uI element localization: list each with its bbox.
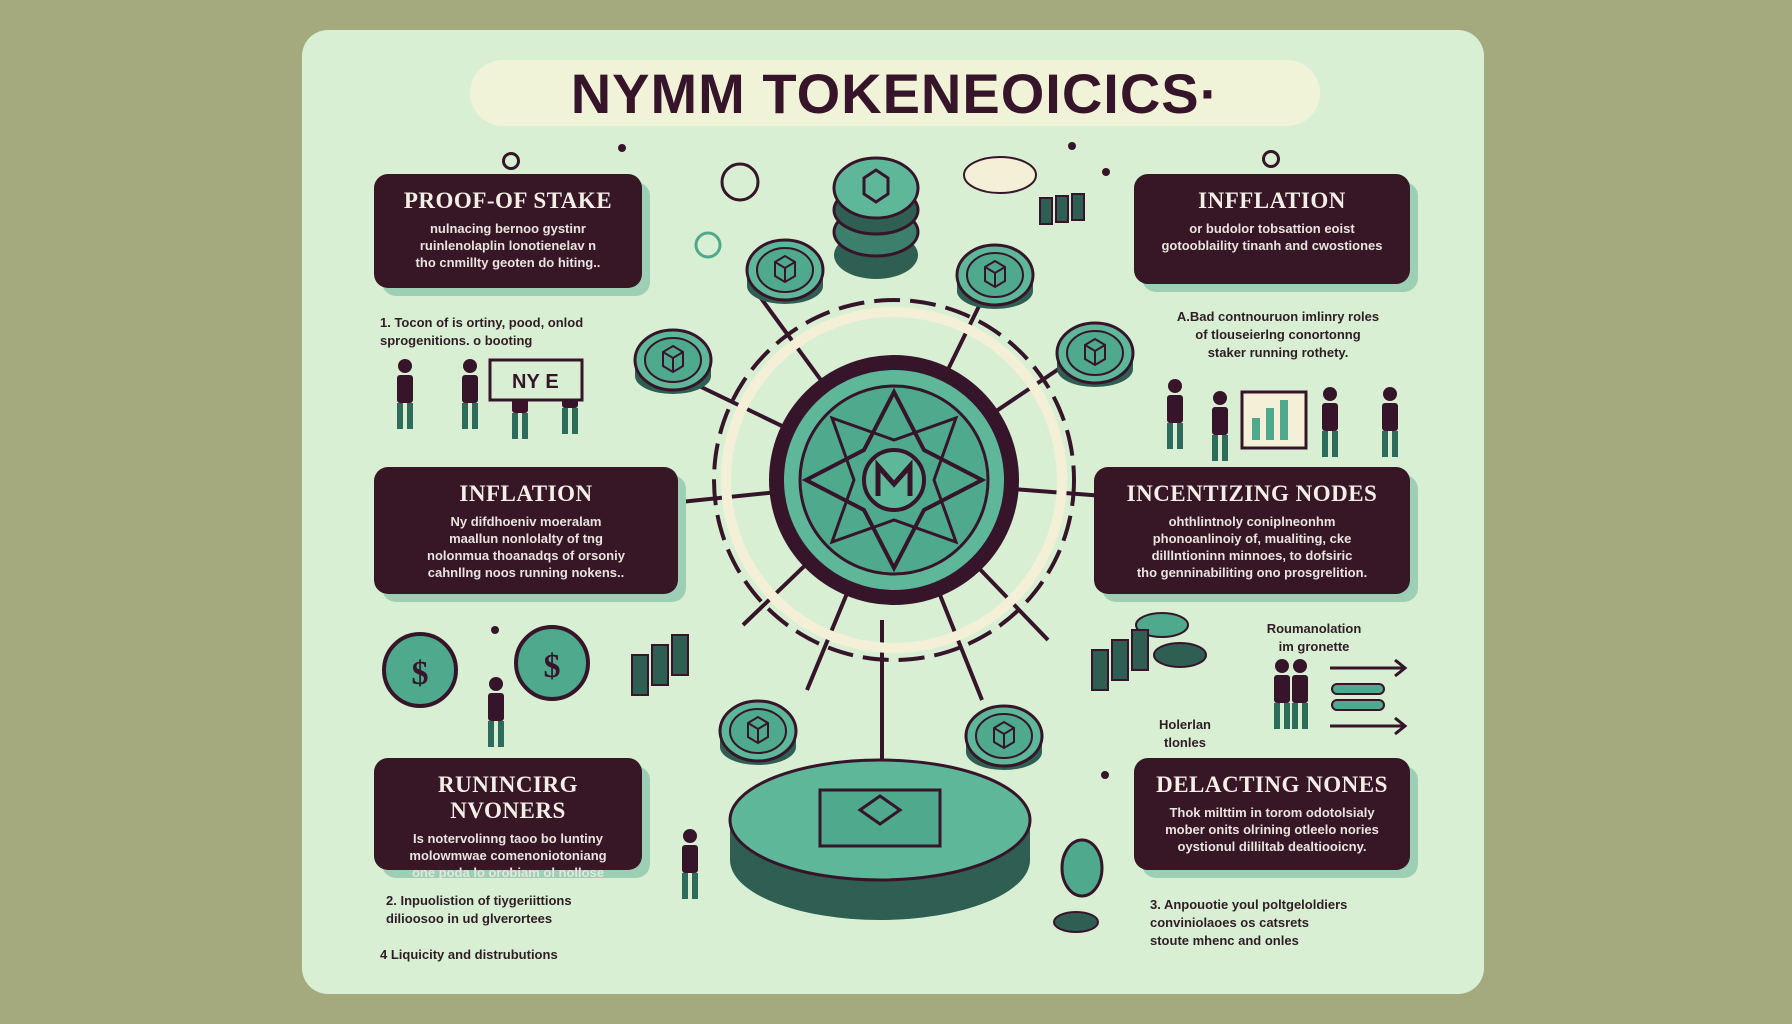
card-line: ohthlintnoly coniplneonhm (1168, 514, 1336, 529)
note-left-1: 1. Tocon of is ortiny, pood, onlod sprog… (380, 314, 640, 350)
card-title: INFFLATION (1198, 188, 1346, 213)
card-line: phonoanlinoiy of, mualiting, cke (1152, 531, 1352, 546)
card-line: or budolor tobsattion eoist (1189, 221, 1355, 236)
pin-icon (502, 152, 520, 170)
svg-text:$: $ (544, 648, 561, 685)
note-line: staker running rothety. (1207, 345, 1349, 360)
coin-stack-icon (832, 156, 920, 279)
chart-icon (1240, 390, 1308, 450)
card-line: gotooblaility tinanh and cwostiones (1161, 238, 1383, 253)
svg-text:$: $ (412, 655, 429, 692)
card-line: one poda lo orobiam ol nollose (411, 865, 605, 880)
card-incentizing-nodes: INCENTIZING NODES ohthlintnoly coniplneo… (1094, 467, 1410, 594)
note-line: im gronette (1278, 639, 1350, 654)
card-title: RUNINCIRG NVONERS (438, 772, 578, 823)
gear-icon (694, 162, 760, 259)
card-title: PROOF-OF STAKE (403, 188, 613, 213)
note-line: Holerlan (1158, 717, 1211, 732)
note-line: dilioosoo in ud glverortees (386, 911, 553, 926)
card-line: oystionul dilliltab dealtiooicny. (1177, 839, 1367, 854)
card-proof-of-stake: PROOF-OF STAKE nulnacing bernoo gystinr … (374, 174, 642, 288)
card-title: INCENTIZING NODES (1126, 481, 1378, 506)
network-hub-icon (769, 355, 1019, 605)
platform-base (728, 758, 1032, 920)
note-line: 3. Anpouotie youl poltgeloldiers (1150, 897, 1348, 912)
note-right-mid-b: Holerlan tlonles (1140, 716, 1230, 752)
card-line: dilllntioninn minnoes, to dofsiric (1151, 548, 1353, 563)
note-line: 1. Tocon of is ortiny, pood, onlod (380, 315, 584, 330)
card-body: Ny difdhoeniv moeralam maallun nonlolalt… (390, 513, 662, 581)
card-title: DELACTING NONES (1156, 772, 1388, 797)
card-inflation-left: INFLATION Ny difdhoeniv moeralam maallun… (374, 467, 678, 594)
card-line: maallun nonlolalty of tng (449, 531, 603, 546)
card-line: nolonmua thoanadqs of orsoniy (427, 548, 625, 563)
sparkle-icon (491, 142, 1110, 779)
title-banner: NYMM TOKENEOICICS· (470, 60, 1320, 126)
card-running-nodes: RUNINCIRG NVONERS Is notervolinng taoo b… (374, 758, 642, 880)
card-line: molowmwae comenoniotoniang (409, 848, 607, 863)
card-body: nulnacing bernoo gystinr ruinlenolaplin … (390, 220, 626, 271)
note-line: sprogenitions. o booting (380, 333, 533, 348)
pin-icon (1262, 150, 1280, 168)
note-line: of tlouseierlng conortonng (1195, 327, 1361, 342)
card-line: tho cnmillty geoten do hiting.. (415, 255, 601, 270)
sign-text: NY E (512, 371, 559, 393)
card-line: Thok milttim in torom odotolsialy (1169, 805, 1375, 820)
note-line: Roumanolation (1266, 621, 1362, 636)
note-right-3: 3. Anpouotie youl poltgeloldiers convini… (1150, 896, 1420, 950)
card-line: mober onits olrining otleelo nories (1165, 822, 1379, 837)
card-body: ohthlintnoly coniplneonhm phonoanlinoiy … (1110, 513, 1394, 581)
note-left-2: 2. Inpuolistion of tiygeriittions dilioo… (386, 892, 636, 928)
card-line: Ny difdhoeniv moeralam (450, 514, 602, 529)
card-line: ruinlenolaplin lonotienelav n (419, 238, 597, 253)
note-line: A.Bad contnouruon imlinry roles (1176, 309, 1380, 324)
note-line: stoute mhenc and onles (1150, 933, 1299, 948)
arrow-icon (1330, 658, 1408, 736)
dollar-coin-icon: $ $ (382, 625, 590, 708)
card-title: INFLATION (459, 481, 593, 506)
note-line: tlonles (1164, 735, 1206, 750)
card-line: tho genninabiliting ono prosgrelition. (1136, 565, 1368, 580)
block-steps (631, 193, 1149, 696)
card-line: cahnllng noos running nokens.. (427, 565, 625, 580)
card-body: Thok milttim in torom odotolsialy mober … (1150, 804, 1394, 855)
note-right-mid-a: Roumanolation im gronette (1254, 620, 1374, 656)
card-line: Is notervolinng taoo bo luntiny (413, 831, 603, 846)
note-line: 2. Inpuolistion of tiygeriittions (386, 893, 572, 908)
note-left-4: 4 Liquicity and distrubutions (380, 947, 558, 962)
card-delacting-nodes: DELACTING NONES Thok milttim in torom od… (1134, 758, 1410, 870)
note-right-top: A.Bad contnouruon imlinry roles of tlous… (1148, 308, 1408, 362)
card-line: nulnacing bernoo gystinr (429, 221, 586, 236)
note-line: conviniolaoes os catsrets (1150, 915, 1309, 930)
card-body: or budolor tobsattion eoist gotooblailit… (1150, 220, 1394, 254)
card-inflation-right: INFFLATION or budolor tobsattion eoist g… (1134, 174, 1410, 284)
page-title: NYMM TOKENEOICICS· (570, 61, 1220, 125)
card-body: Is notervolinng taoo bo luntiny molowmwa… (390, 830, 626, 881)
